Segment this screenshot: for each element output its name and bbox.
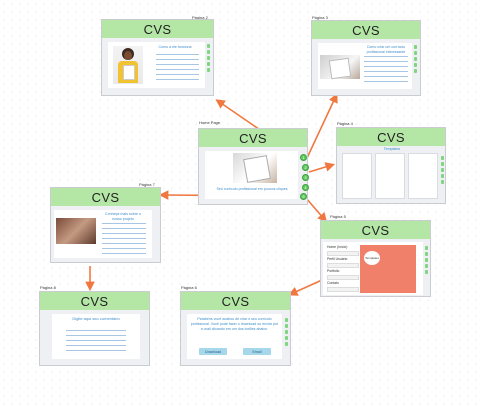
menu-field <box>327 275 359 280</box>
menu-field <box>327 287 359 292</box>
frame-title: CVS <box>377 129 405 145</box>
frame-title: CVS <box>143 21 172 37</box>
text-lines <box>156 54 199 84</box>
frame-label-pagina5: Página 5 <box>330 214 346 219</box>
menu-item-home[interactable]: Home (Início) <box>327 245 348 249</box>
menu-field <box>327 263 359 268</box>
menu-item-contato[interactable]: Contato <box>327 281 339 285</box>
frame-label-pagina7: Página 7 <box>139 182 155 187</box>
arrow-home-to-pagina5 <box>305 197 328 223</box>
frame-pagina3[interactable]: CVS Como criar um currículo profissional… <box>311 20 421 96</box>
page-caption: Como a ele funciona <box>158 45 192 49</box>
frame-header: CVS <box>51 188 160 206</box>
frame-content: Conheça mais sobre o nosso projeto <box>54 210 152 258</box>
hero-caption: Seu currículo profissional em poucos cli… <box>216 187 288 191</box>
template-card-2[interactable] <box>375 153 405 199</box>
arrow-home-to-pagina4 <box>308 162 336 173</box>
nav-badge-3[interactable]: 3 <box>302 174 309 181</box>
frame-header: CVS <box>312 21 420 39</box>
frame-pagina6[interactable]: CVS Parabéns você acabou de criar o seu … <box>180 291 291 366</box>
frame-pagina7[interactable]: CVS Conheça mais sobre o nosso projeto <box>50 187 161 263</box>
menu-field <box>327 251 359 256</box>
frame-pagina4[interactable]: CVS Templates <box>336 127 446 204</box>
templates-heading: Templates <box>383 147 401 151</box>
page-caption: Como criar um currículo profissional int… <box>366 45 406 54</box>
nav-badge-4[interactable]: 4 <box>302 184 309 191</box>
frame-header: CVS <box>337 128 445 146</box>
nav-badge-5[interactable]: 5 <box>300 193 307 200</box>
frame-label-home: Home Page <box>199 120 221 125</box>
team-photo <box>56 218 96 244</box>
frame-content: Parabéns você acabou de criar o seu curr… <box>187 314 282 359</box>
frame-label-pagina3: Página 3 <box>312 15 328 20</box>
email-button[interactable]: Email <box>243 348 271 355</box>
scroll-indicator <box>441 156 444 186</box>
template-card-3[interactable] <box>408 153 438 199</box>
frame-label-pagina6: Página 6 <box>181 285 197 290</box>
nav-badge-2[interactable]: 2 <box>302 164 309 171</box>
comment-prompt: Digite aqui seu comentário <box>72 316 120 321</box>
frame-header: CVS <box>321 221 430 239</box>
frame-title: CVS <box>91 189 120 205</box>
nav-badge-1[interactable]: 1 <box>300 154 307 161</box>
comment-lines <box>66 330 126 355</box>
text-lines <box>102 223 146 258</box>
template-card-1[interactable] <box>342 153 372 199</box>
frame-header: CVS <box>181 292 290 310</box>
frame-content: Como a ele funciona <box>108 42 205 88</box>
frame-label-pagina2: Página 2 <box>192 15 208 20</box>
frame-title: CVS <box>352 22 380 38</box>
frame-label-pagina4: Página 4 <box>337 121 353 126</box>
scroll-indicator <box>414 45 417 75</box>
frame-label-pagina8: Página 8 <box>40 285 56 290</box>
congrats-text: Parabéns você acabou de criar o seu curr… <box>190 317 279 331</box>
menu-item-portfolio[interactable]: Portfolio <box>327 269 340 273</box>
text-lines <box>364 56 408 86</box>
frame-title: CVS <box>80 293 109 309</box>
document-photo <box>320 55 360 80</box>
scroll-indicator <box>285 318 288 348</box>
hero-photo <box>233 153 277 183</box>
frame-content: Home (Início) Perfil Usuário Portfolio C… <box>323 242 423 295</box>
template-card-label: Templates <box>364 251 380 265</box>
scroll-indicator <box>425 246 428 276</box>
template-preview[interactable]: Templates <box>360 245 416 293</box>
frame-home[interactable]: CVS Seu currículo profissional em poucos… <box>198 128 308 205</box>
frame-title: CVS <box>361 222 390 238</box>
person-photo <box>113 46 143 84</box>
arrow-pagina5-to-pagina6 <box>288 279 323 296</box>
frame-content: Como criar um currículo profissional int… <box>318 43 412 89</box>
frame-pagina2[interactable]: CVS Como a ele funciona <box>101 19 214 96</box>
frame-header: CVS <box>40 292 149 310</box>
comment-box[interactable]: Digite aqui seu comentário <box>52 314 140 359</box>
frame-content: Seu currículo profissional em poucos cli… <box>205 151 298 199</box>
frame-header: CVS <box>102 20 213 38</box>
frame-pagina5[interactable]: CVS Home (Início) Perfil Usuário Portfol… <box>320 220 431 297</box>
frame-title: CVS <box>221 293 250 309</box>
scroll-indicator <box>207 44 210 74</box>
frame-header: CVS <box>199 129 307 147</box>
frame-title: CVS <box>239 130 267 146</box>
frame-pagina8[interactable]: CVS Digite aqui seu comentário <box>39 291 150 366</box>
menu-item-perfil[interactable]: Perfil Usuário <box>327 257 348 261</box>
page-caption: Conheça mais sobre o nosso projeto <box>105 212 141 221</box>
download-button[interactable]: Download <box>199 348 227 355</box>
arrow-home-to-pagina3 <box>306 93 338 159</box>
